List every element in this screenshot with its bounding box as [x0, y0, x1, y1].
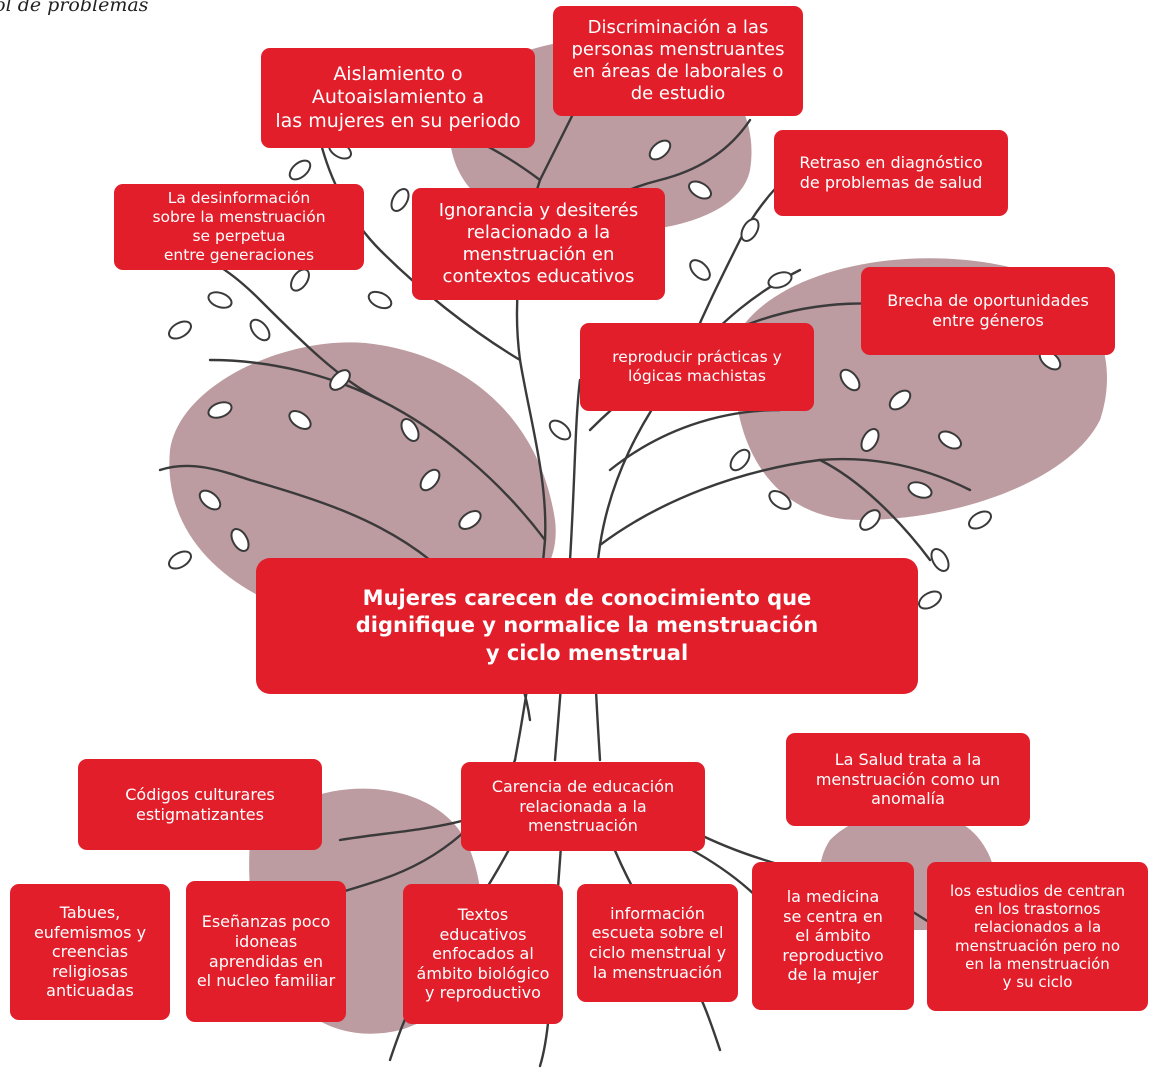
- cause-textos: Textos educativos enfocados al ámbito bi…: [403, 884, 563, 1024]
- cause-salud: La Salud trata a la menstruación como un…: [786, 733, 1030, 826]
- effect-retraso: Retraso en diagnóstico de problemas de s…: [774, 130, 1008, 216]
- effect-ignorancia: Ignorancia y desiterés relacionado a la …: [412, 188, 665, 300]
- cause-ensenanzas: Eseñanzas poco idoneas aprendidas en el …: [186, 881, 346, 1022]
- effect-brecha: Brecha de oportunidades entre géneros: [861, 267, 1115, 355]
- cause-carencia: Carencia de educación relacionada a la m…: [461, 762, 705, 851]
- tree-trunk-and-branches: [158, 58, 972, 762]
- cause-medicina: la medicina se centra en el ámbito repro…: [752, 862, 914, 1010]
- effect-discriminacion: Discriminación a las personas menstruant…: [553, 6, 803, 116]
- tree-leaves: [168, 139, 1062, 610]
- cause-informacion: información escueta sobre el ciclo menst…: [577, 884, 738, 1002]
- effect-desinformacion: La desinformación sobre la menstruación …: [114, 184, 364, 270]
- cause-estudios: los estudios de centran en los trastorno…: [927, 862, 1148, 1011]
- cause-tabues: Tabues, eufemismos y creencias religiosa…: [10, 884, 170, 1020]
- core-problem: Mujeres carecen de conocimiento que dign…: [256, 558, 918, 694]
- effect-aislamiento: Aislamiento o Autoaislamiento a las muje…: [261, 48, 535, 148]
- effect-machistas: reproducir prácticas y lógicas machistas: [580, 323, 814, 411]
- cause-codigos: Códigos culturares estigmatizantes: [78, 759, 322, 850]
- page-title: bol de problemas: [0, 0, 149, 16]
